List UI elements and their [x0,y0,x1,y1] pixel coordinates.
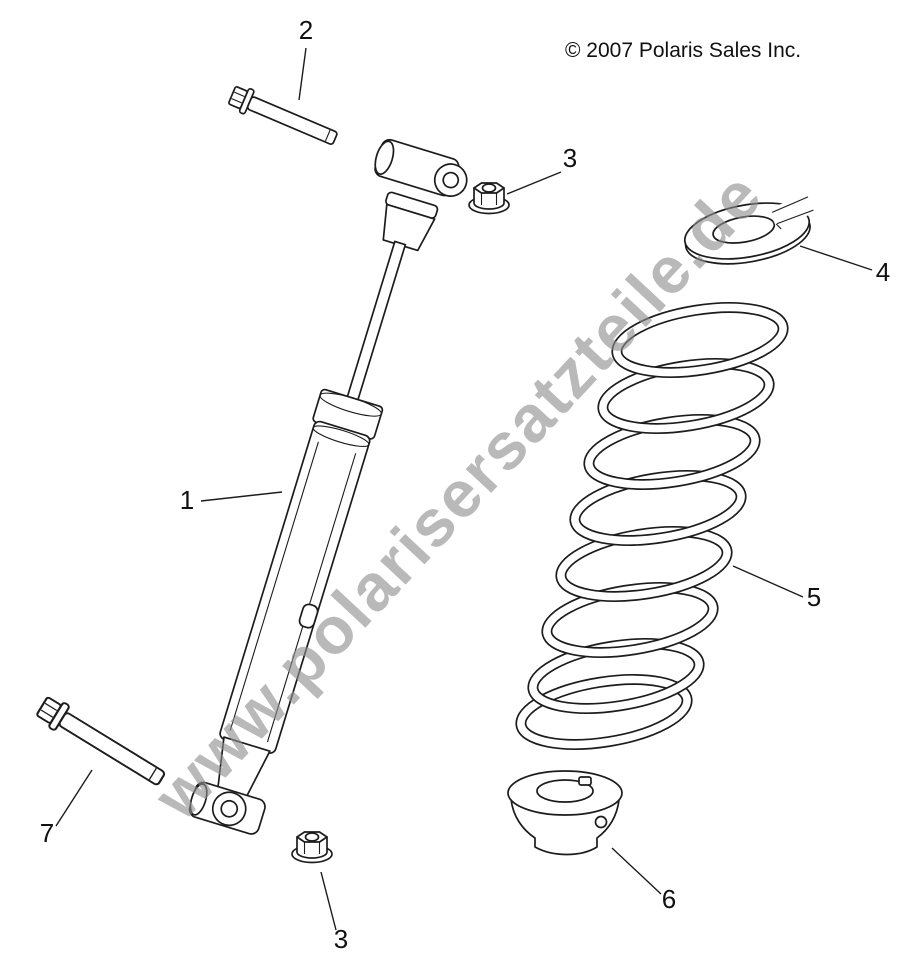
callout-7: 7 [40,818,54,848]
leader-line-1 [200,491,283,502]
leader-line-6 [611,847,662,895]
callout-1: 1 [180,485,194,515]
callout-4: 4 [876,257,890,287]
lower-spring-retainer-drawing [507,770,623,856]
callout-2: 2 [299,15,313,45]
callout-6: 6 [662,884,676,914]
shock-absorber-drawing [188,138,468,835]
leader-line-7 [55,769,93,827]
callout-3-upper: 3 [563,143,577,173]
leader-line-5 [732,565,804,598]
copyright-text: © 2007 Polaris Sales Inc. [565,39,801,62]
leader-line-3-lower [320,871,337,931]
leader-line-2 [298,47,307,101]
leader-line-4 [799,245,873,271]
coil-spring-drawing [515,302,789,750]
leader-line-3-upper [506,171,562,195]
upper-bolt-drawing [226,82,342,152]
upper-nut-drawing [468,182,510,215]
watermark-text: www.polarisersatzteile.de [139,157,777,833]
callout-5: 5 [807,582,821,612]
callout-3-lower: 3 [334,924,348,954]
lower-nut-drawing [291,831,333,864]
upper-spring-retainer-drawing [683,190,818,265]
